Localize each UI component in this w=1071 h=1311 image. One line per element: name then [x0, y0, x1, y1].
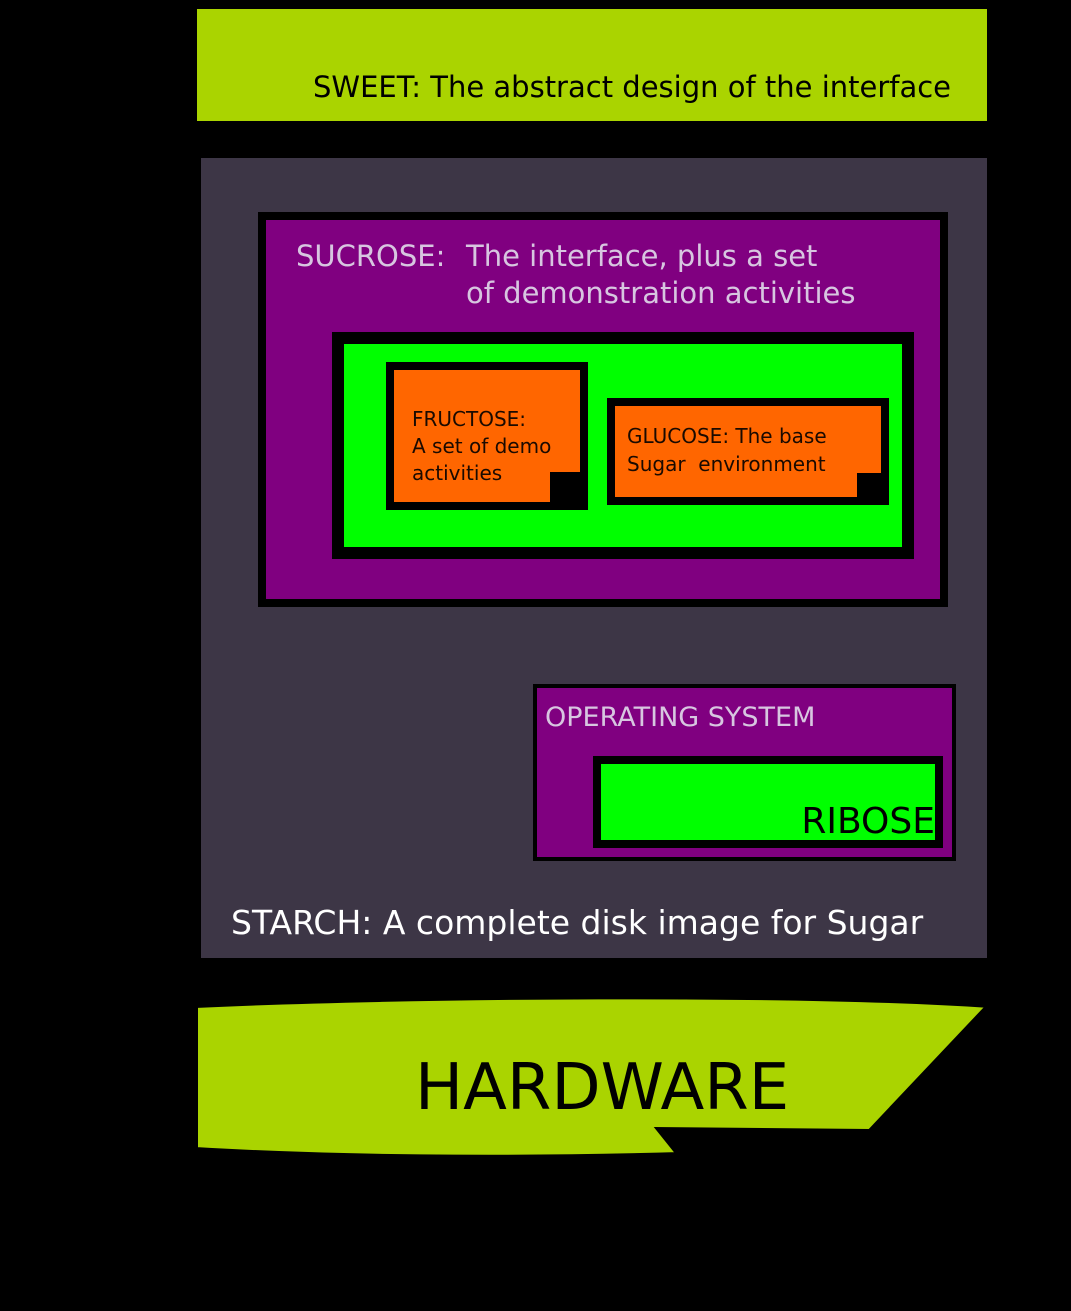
ribose-box: RIBOSE: [593, 756, 943, 848]
sucrose-label-line1: The interface, plus a set: [466, 239, 818, 273]
starch-label: STARCH: A complete disk image for Sugar: [231, 903, 924, 942]
sweet-layer: SWEET: The abstract design of the interf…: [192, 4, 992, 126]
fructose-label: FRUCTOSE: A set of demo activities: [412, 407, 552, 485]
glucose-label: GLUCOSE: The base Sugar environment: [627, 424, 827, 476]
glucose-corner-notch: [857, 473, 881, 497]
fructose-corner-notch: [550, 472, 580, 502]
ribose-label: RIBOSE: [801, 801, 935, 843]
sucrose-label-prefix: SUCROSE:: [296, 239, 446, 273]
glucose-box: GLUCOSE: The base Sugar environment: [607, 398, 889, 505]
sweet-label: SWEET: The abstract design of the interf…: [313, 70, 952, 104]
fructose-box: FRUCTOSE: A set of demo activities: [386, 362, 588, 510]
hardware-label: HARDWARE: [415, 1051, 790, 1125]
operating-system-label: OPERATING SYSTEM: [545, 702, 816, 733]
sucrose-label-line2: of demonstration activities: [466, 276, 856, 310]
